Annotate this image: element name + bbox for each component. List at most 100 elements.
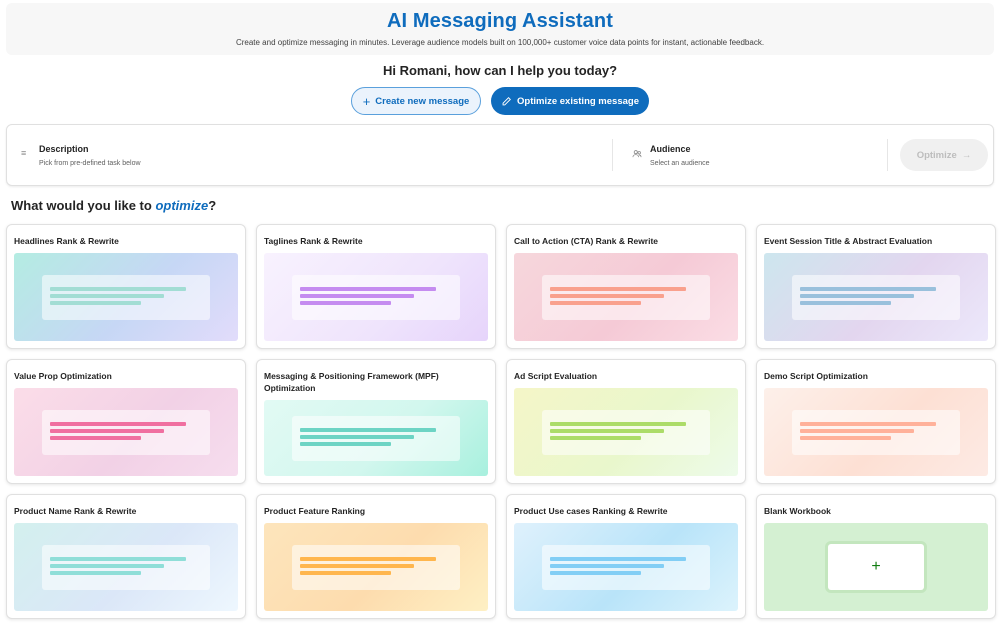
description-hint: Pick from pre-defined task below [39, 160, 141, 167]
task-card-title: Value Prop Optimization [14, 371, 112, 381]
task-card-title: Messaging & Positioning Framework (MPF) … [264, 371, 439, 393]
task-card[interactable]: Demo Script Optimization [756, 359, 996, 484]
optimize-existing-message-label: Optimize existing message [517, 95, 639, 107]
text-line-placeholder [300, 300, 391, 305]
task-card-thumbnail [264, 523, 488, 611]
optimize-existing-message-button[interactable]: Optimize existing message [491, 87, 649, 115]
task-card-title: Product Name Rank & Rewrite [14, 506, 137, 516]
text-line-placeholder [800, 435, 891, 440]
task-card[interactable]: Messaging & Positioning Framework (MPF) … [256, 359, 496, 484]
task-card-thumbnail: + [764, 523, 988, 611]
text-line-placeholder [300, 563, 414, 568]
text-line-placeholder [300, 286, 436, 291]
document-preview-icon [292, 274, 460, 320]
document-preview-icon [542, 274, 710, 320]
task-card-title: Taglines Rank & Rewrite [264, 236, 363, 246]
task-input-bar: ≡ Description Pick from pre-defined task… [6, 124, 994, 186]
section-heading: What would you like to optimize? [11, 198, 216, 213]
document-preview-icon [42, 544, 210, 590]
optimize-submit-button[interactable]: Optimize → [900, 139, 988, 171]
task-card-title: Headlines Rank & Rewrite [14, 236, 119, 246]
text-line-placeholder [300, 434, 414, 439]
task-card-thumbnail [14, 388, 238, 476]
description-label: Description [39, 144, 89, 154]
document-preview-icon [42, 274, 210, 320]
text-line-placeholder [800, 293, 914, 298]
text-line-placeholder [800, 286, 936, 291]
task-card[interactable]: Call to Action (CTA) Rank & Rewrite [506, 224, 746, 349]
section-heading-prefix: What would you like to [11, 198, 156, 213]
text-line-placeholder [550, 428, 664, 433]
plus-icon: + [828, 544, 924, 590]
text-line-placeholder [300, 427, 436, 432]
text-line-placeholder [550, 556, 686, 561]
task-card[interactable]: Product Use cases Ranking & Rewrite [506, 494, 746, 619]
task-card-title: Ad Script Evaluation [514, 371, 598, 381]
task-card-title: Blank Workbook [764, 506, 831, 516]
task-card-thumbnail [514, 523, 738, 611]
document-preview-icon [542, 409, 710, 455]
document-preview-icon [42, 409, 210, 455]
create-new-message-label: Create new message [375, 95, 470, 107]
text-line-placeholder [50, 421, 186, 426]
task-card-thumbnail [764, 388, 988, 476]
divider [887, 139, 888, 171]
text-line-placeholder [50, 286, 186, 291]
text-line-placeholder [300, 570, 391, 575]
description-field[interactable]: ≡ Description Pick from pre-defined task… [21, 139, 611, 173]
task-card-title: Event Session Title & Abstract Evaluatio… [764, 236, 933, 246]
arrow-right-icon: → [961, 149, 972, 161]
text-line-placeholder [800, 300, 891, 305]
task-card-title: Demo Script Optimization [764, 371, 868, 381]
task-card[interactable]: Event Session Title & Abstract Evaluatio… [756, 224, 996, 349]
create-new-message-button[interactable]: + Create new message [351, 87, 481, 115]
task-card[interactable]: Headlines Rank & Rewrite [6, 224, 246, 349]
document-preview-icon [542, 544, 710, 590]
document-preview-icon [292, 415, 460, 461]
task-card-thumbnail [14, 523, 238, 611]
task-card-thumbnail [514, 388, 738, 476]
task-card-title: Call to Action (CTA) Rank & Rewrite [514, 236, 659, 246]
task-card-title: Product Use cases Ranking & Rewrite [514, 506, 668, 516]
text-line-placeholder [550, 293, 664, 298]
text-line-placeholder [300, 293, 414, 298]
task-card-grid: Headlines Rank & Rewrite Taglines Rank & … [6, 224, 996, 619]
audience-label: Audience [650, 144, 691, 154]
text-line-placeholder [300, 441, 391, 446]
greeting: Hi Romani, how can I help you today? [382, 63, 618, 78]
text-line-placeholder [550, 421, 686, 426]
text-line-placeholder [50, 570, 141, 575]
section-heading-suffix: ? [208, 198, 217, 213]
document-preview-icon [792, 274, 960, 320]
task-card[interactable]: Taglines Rank & Rewrite [256, 224, 496, 349]
text-line-placeholder [800, 421, 936, 426]
plus-icon: + [362, 93, 371, 109]
people-icon [632, 149, 644, 161]
task-card[interactable]: Value Prop Optimization [6, 359, 246, 484]
text-line-placeholder [550, 570, 641, 575]
divider [612, 139, 613, 171]
text-line-placeholder [50, 428, 164, 433]
task-card[interactable]: Product Name Rank & Rewrite [6, 494, 246, 619]
text-line-placeholder [550, 563, 664, 568]
text-line-placeholder [550, 300, 641, 305]
page-subtitle: Create and optimize messaging in minutes… [235, 38, 765, 47]
task-card-thumbnail [764, 253, 988, 341]
text-line-placeholder [50, 300, 141, 305]
text-line-placeholder [50, 435, 141, 440]
text-line-placeholder [300, 556, 436, 561]
page-title: AI Messaging Assistant [387, 10, 613, 32]
text-line-placeholder [50, 293, 164, 298]
audience-hint: Select an audience [650, 160, 710, 167]
task-card[interactable]: Ad Script Evaluation [506, 359, 746, 484]
pencil-icon [502, 96, 511, 105]
task-card[interactable]: Blank Workbook + [756, 494, 996, 619]
text-line-placeholder [50, 556, 186, 561]
audience-selector[interactable]: Audience Select an audience [632, 139, 887, 173]
header-banner: AI Messaging Assistant Create and optimi… [6, 3, 994, 55]
task-card-thumbnail [264, 400, 488, 476]
task-card[interactable]: Product Feature Ranking [256, 494, 496, 619]
mode-toggle: + Create new message Optimize existing m… [0, 87, 1000, 115]
optimize-submit-label: Optimize [916, 149, 957, 161]
text-lines-icon: ≡ [21, 148, 27, 158]
